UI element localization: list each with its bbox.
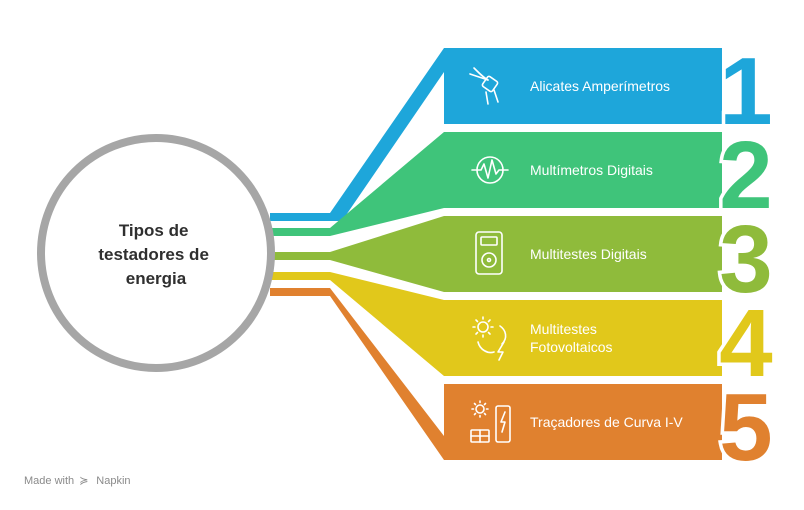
center-title-line-3: energia bbox=[126, 269, 187, 288]
number-5: 5 bbox=[719, 374, 772, 481]
center-title: Tipos de testadores de energia bbox=[98, 221, 213, 288]
waveform-icon bbox=[471, 156, 509, 184]
band-label-5-line-1: Traçadores de Curva I-V bbox=[530, 414, 683, 430]
number-2: 2 bbox=[719, 122, 772, 229]
solar-cycle-icon bbox=[472, 316, 507, 361]
number-3: 3 bbox=[719, 206, 772, 313]
footer: Made with ≽ Napkin bbox=[24, 474, 131, 487]
band-label-1: Alicates Amperímetros bbox=[530, 78, 670, 94]
digital-meter-icon bbox=[475, 231, 503, 275]
band-5 bbox=[444, 384, 722, 460]
solar-panel-battery-icon bbox=[470, 400, 511, 443]
made-with-text: Made with bbox=[24, 475, 75, 487]
connectors bbox=[270, 48, 444, 460]
band-label-2-line-1: Multímetros Digitais bbox=[530, 162, 653, 178]
band-label-1-line-1: Alicates Amperímetros bbox=[530, 78, 670, 94]
center-title-line-2: testadores de bbox=[98, 245, 209, 264]
band-4 bbox=[444, 300, 722, 376]
band-2 bbox=[444, 132, 722, 208]
connector-4 bbox=[270, 272, 444, 376]
center-circle bbox=[37, 134, 275, 372]
band-label-4-line-2: Fotovoltaicos bbox=[530, 339, 612, 355]
napkin-logo-icon: ≽ bbox=[79, 475, 89, 487]
napkin-brand: Napkin bbox=[96, 475, 131, 487]
number-4: 4 bbox=[719, 290, 772, 397]
band-label-3-line-1: Multitestes Digitais bbox=[530, 246, 647, 262]
band-3 bbox=[444, 216, 722, 292]
connector-1 bbox=[270, 48, 444, 221]
connector-2 bbox=[270, 132, 444, 236]
band-label-2: Multímetros Digitais bbox=[530, 162, 653, 178]
band-label-3: Multitestes Digitais bbox=[530, 246, 647, 262]
band-label-5: Traçadores de Curva I-V bbox=[530, 414, 683, 430]
connector-3 bbox=[270, 216, 444, 292]
clamp-meter-icon bbox=[469, 67, 499, 105]
center-title-line-1: Tipos de bbox=[119, 221, 189, 240]
band-1 bbox=[444, 48, 722, 124]
band-label-4-line-1: Multitestes bbox=[530, 321, 597, 337]
number-1: 1 bbox=[719, 38, 772, 145]
